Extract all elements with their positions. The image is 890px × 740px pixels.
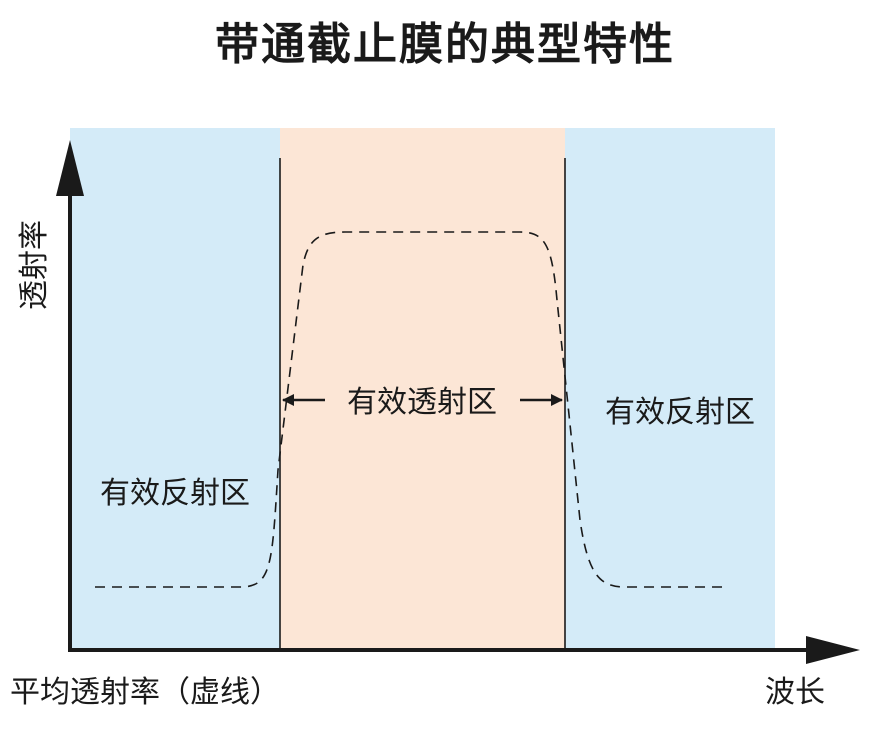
y-axis-label: 透射率 bbox=[17, 220, 52, 310]
page-title: 带通截止膜的典型特性 bbox=[215, 19, 675, 70]
x-axis-label: 波长 bbox=[765, 675, 825, 710]
average-transmittance-curve bbox=[95, 231, 725, 588]
transmit-zone-label: 有效透射区 bbox=[347, 385, 497, 420]
y-axis-arrow-icon bbox=[56, 140, 84, 196]
reflect-zone-label-right: 有效反射区 bbox=[605, 395, 755, 430]
reflect-band-left bbox=[70, 128, 280, 650]
reflect-band-right bbox=[565, 128, 775, 650]
legend-note: 平均透射率（虚线） bbox=[10, 675, 280, 710]
transmit-band bbox=[280, 128, 565, 650]
x-axis-arrow-icon bbox=[806, 636, 860, 664]
reflect-zone-label-left: 有效反射区 bbox=[100, 476, 250, 511]
